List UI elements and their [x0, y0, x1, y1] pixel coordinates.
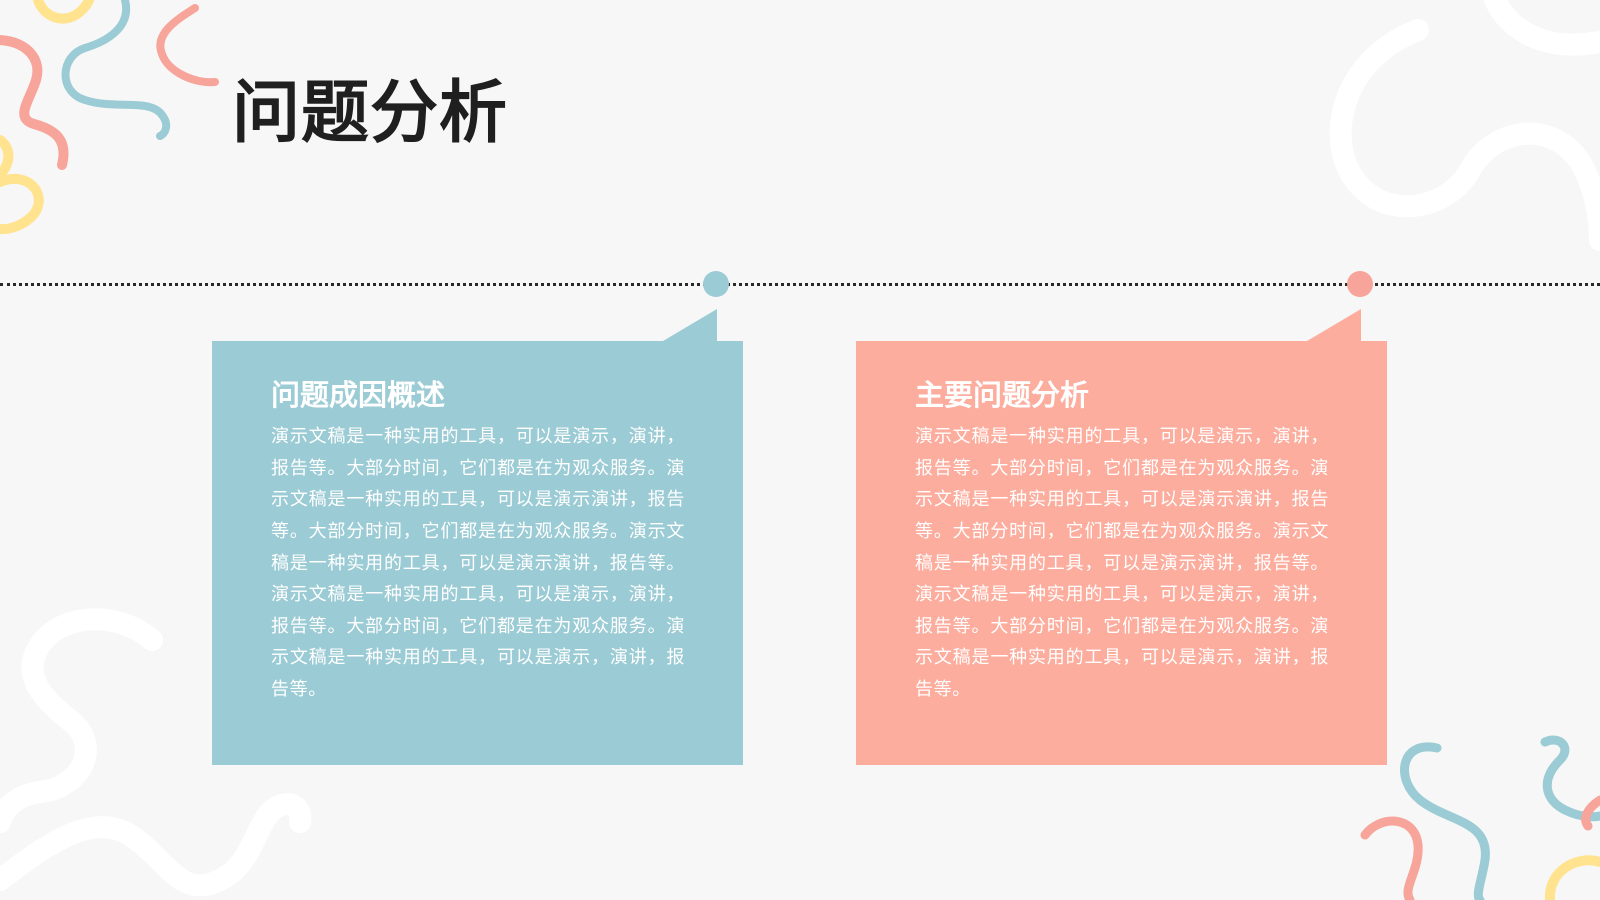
squiggle-yellow-left: [0, 135, 44, 235]
card-tab-pointer: [1307, 309, 1361, 341]
squiggle-teal-bottom-right-2: [1540, 735, 1600, 822]
squiggle-yellow-top: [33, 0, 95, 24]
squiggle-yellow-bottom-right: [1544, 855, 1600, 900]
squiggle-white-bottom-mid: [0, 793, 312, 897]
squiggle-teal-bottom-right: [1400, 742, 1490, 900]
card-problem-causes: 问题成因概述 演示文稿是一种实用的工具，可以是演示，演讲，报告等。大部分时间，它…: [212, 309, 743, 765]
card-tab-pointer: [663, 309, 717, 341]
squiggle-white-top-right-corner: [1484, 0, 1600, 56]
squiggle-white-top-right: [1329, 19, 1600, 251]
timeline-line: [0, 283, 1600, 286]
timeline-dot-salmon: [1347, 271, 1373, 297]
card-body: 演示文稿是一种实用的工具，可以是演示，演讲，报告等。大部分时间，它们都是在为观众…: [271, 426, 685, 700]
timeline-dot-teal: [703, 271, 729, 297]
squiggle-coral-left: [0, 35, 69, 170]
squiggle-white-bottom-left: [0, 608, 163, 833]
squiggle-coral-bottom-right-edge: [1581, 795, 1600, 831]
card-title: 问题成因概述: [271, 378, 446, 412]
card-title: 主要问题分析: [915, 378, 1090, 412]
card-body: 演示文稿是一种实用的工具，可以是演示，演讲，报告等。大部分时间，它们都是在为观众…: [915, 426, 1329, 700]
squiggle-coral-top-left: [156, 4, 219, 87]
squiggle-coral-bottom-right: [1360, 816, 1423, 900]
card-main-problems: 主要问题分析 演示文稿是一种实用的工具，可以是演示，演讲，报告等。大部分时间，它…: [856, 309, 1387, 765]
squiggle-teal-top-left: [61, 0, 171, 140]
page-title: 问题分析: [232, 74, 509, 153]
